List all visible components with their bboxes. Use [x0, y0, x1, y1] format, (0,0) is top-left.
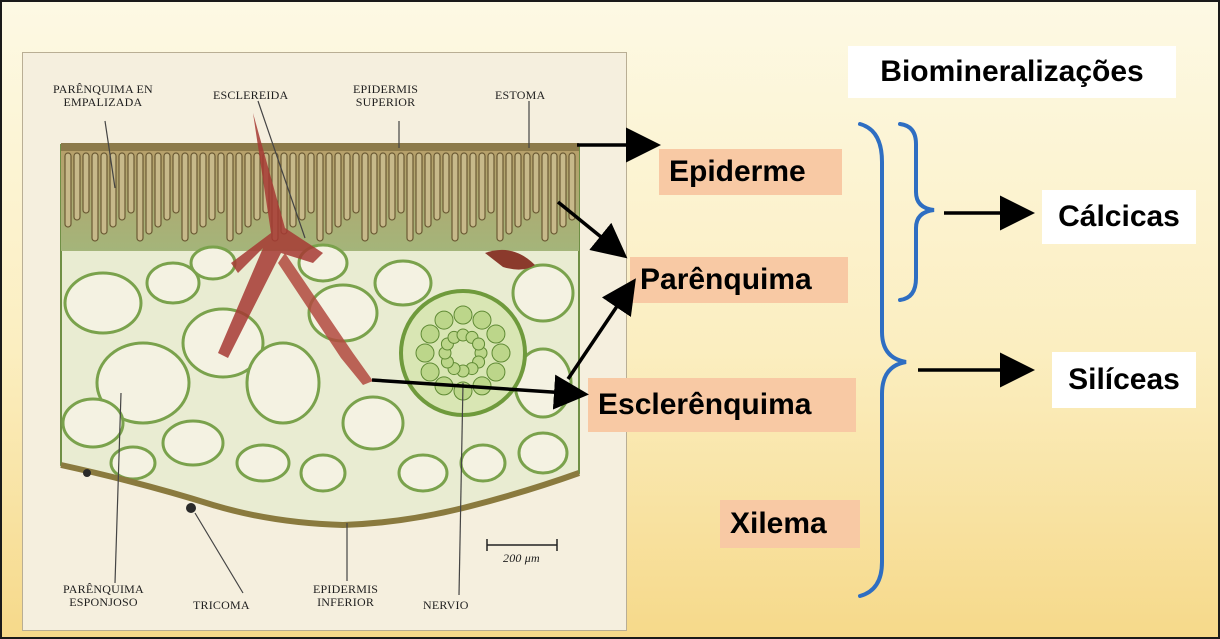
arrow-to-parenquima-1 — [558, 202, 622, 254]
brace-siliceas — [860, 124, 906, 596]
arrow-to-esclerenquima — [372, 380, 582, 394]
brace-calcicas — [900, 124, 934, 300]
arrow-to-parenquima-2 — [568, 284, 632, 379]
